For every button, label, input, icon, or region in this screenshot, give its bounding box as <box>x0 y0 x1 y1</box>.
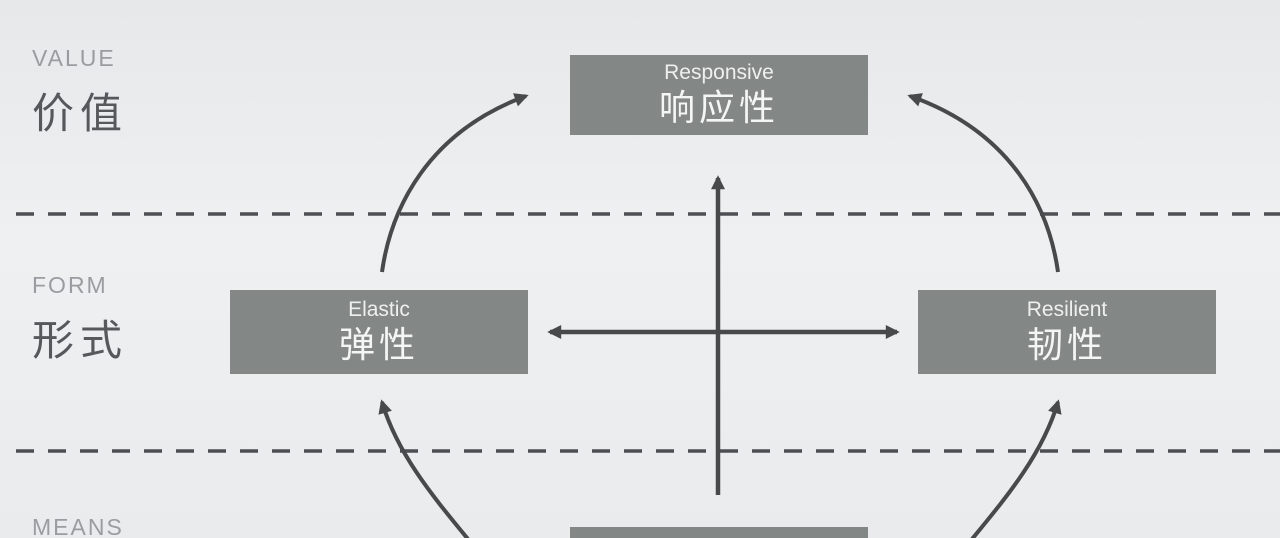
node-bottom-partial <box>570 527 868 538</box>
cycle-arrow-bottom-to-left <box>378 399 470 538</box>
section-value-en: VALUE <box>32 45 116 71</box>
section-form-en: FORM <box>32 272 108 298</box>
node-resilient: Resilient 韧性 <box>918 290 1216 374</box>
cycle-arrow-bottom-to-right <box>970 399 1062 538</box>
node-responsive-zh: 响应性 <box>658 87 779 129</box>
section-label-form: FORM 形式 <box>32 272 128 368</box>
node-resilient-zh: 韧性 <box>1026 324 1107 366</box>
node-elastic: Elastic 弹性 <box>230 290 528 374</box>
node-elastic-en: Elastic <box>348 298 410 322</box>
node-responsive-en: Responsive <box>664 61 774 85</box>
section-form-zh: 形式 <box>32 317 129 364</box>
node-resilient-en: Resilient <box>1026 298 1108 322</box>
section-means-en: MEANS <box>32 514 124 538</box>
cycle-arrow-left-to-top <box>380 93 529 273</box>
node-elastic-zh: 弹性 <box>338 324 419 366</box>
node-responsive: Responsive 响应性 <box>570 55 868 135</box>
section-label-value: VALUE 价值 <box>32 45 128 141</box>
section-label-means: MEANS <box>32 514 124 538</box>
section-value-zh: 价值 <box>32 90 129 137</box>
cycle-arrow-right-to-top <box>907 93 1060 273</box>
